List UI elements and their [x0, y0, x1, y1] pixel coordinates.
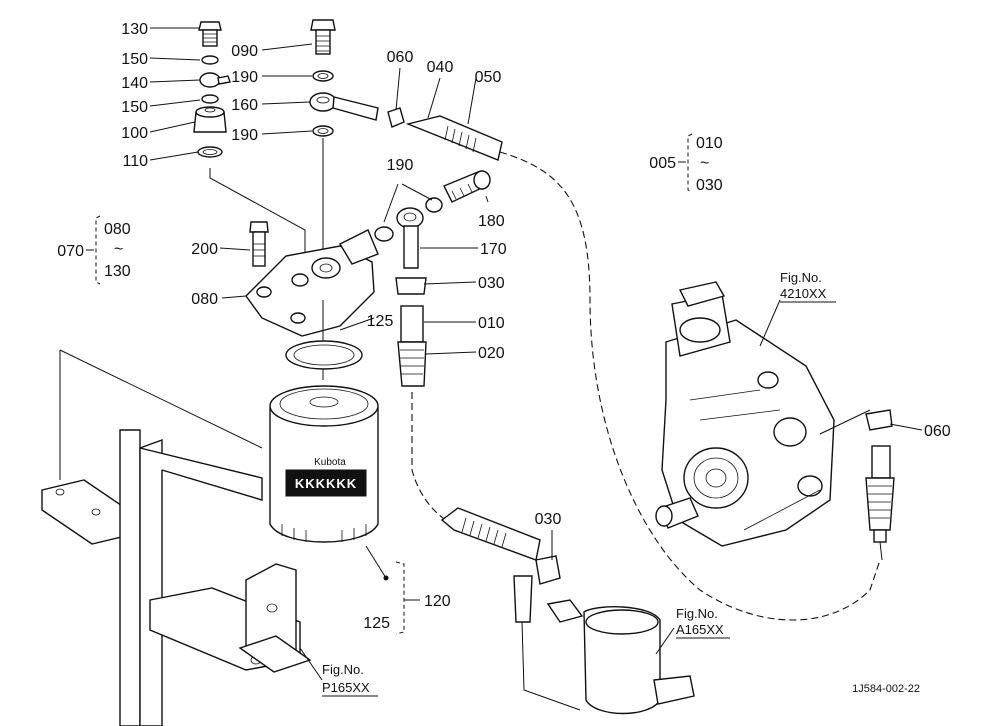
filter-cartridge: KKKKKK Kubota — [269, 340, 389, 581]
callout-130: 130 — [121, 21, 148, 38]
callout-labels: 130 150 140 150 100 110 090 190 160 190 … — [121, 21, 951, 632]
left-stack — [193, 21, 306, 256]
range-070-lead: 070 — [57, 243, 84, 260]
fig-ref-a165-line1[interactable]: Fig.No. — [676, 606, 718, 621]
drawing-code: 1J584-002-22 — [852, 683, 920, 695]
range-070-from: 080 — [104, 221, 131, 238]
callout-010: 010 — [478, 315, 505, 332]
callout-030-lower: 030 — [535, 511, 562, 528]
callout-200: 200 — [191, 241, 218, 258]
callout-050: 050 — [475, 69, 502, 86]
callout-190-right: 190 — [387, 157, 414, 174]
range-005-lead: 005 — [649, 155, 676, 172]
range-005-to: 030 — [696, 177, 723, 194]
figure-references: Fig.No. 4210XX Fig.No. A165XX Fig.No. P1… — [322, 270, 836, 697]
filter-head — [245, 221, 379, 380]
filter-brand: Kubota — [314, 457, 346, 468]
callout-080: 080 — [191, 291, 218, 308]
fuel-pump — [655, 281, 895, 561]
callout-030: 030 — [478, 275, 505, 292]
mounting-frame — [41, 349, 323, 726]
range-braces: 005 010 ~ 030 070 080 ~ 130 — [57, 133, 723, 635]
callout-100: 100 — [121, 125, 148, 142]
callout-170: 170 — [480, 241, 507, 258]
callout-190: 190 — [231, 69, 258, 86]
callout-180: 180 — [478, 213, 505, 230]
fig-ref-p165-line1[interactable]: Fig.No. — [322, 662, 364, 677]
callout-120: 120 — [424, 593, 451, 610]
fig-ref-4210-line2[interactable]: 4210XX — [780, 286, 827, 301]
center-stack — [309, 19, 379, 260]
callout-060: 060 — [387, 49, 414, 66]
banjo-170-group — [374, 170, 491, 529]
callout-060-pump: 060 — [924, 423, 951, 440]
fig-ref-4210-line1[interactable]: Fig.No. — [780, 270, 822, 285]
callout-125-lower: 125 — [363, 615, 390, 632]
callout-125-gasket: 125 — [367, 313, 394, 330]
callout-140: 140 — [121, 75, 148, 92]
callout-040: 040 — [427, 59, 454, 76]
callout-110: 110 — [122, 153, 148, 170]
range-005-from: 010 — [696, 135, 723, 152]
callout-160: 160 — [231, 97, 258, 114]
callout-150-lower: 150 — [121, 99, 148, 116]
filter-badge: KKKKKK — [295, 476, 357, 491]
range-070-to: 130 — [104, 263, 131, 280]
leader-lines — [149, 27, 923, 655]
range-070-tilde: ~ — [114, 241, 123, 258]
callout-150: 150 — [121, 51, 148, 68]
upper-hose — [387, 107, 881, 621]
callout-190-lower: 190 — [231, 127, 258, 144]
range-005-tilde: ~ — [700, 155, 709, 172]
callout-020: 020 — [478, 345, 505, 362]
lower-hose — [440, 507, 695, 715]
fig-ref-p165-line2[interactable]: P165XX — [322, 680, 370, 695]
callout-090: 090 — [231, 43, 258, 60]
fig-ref-a165-line2[interactable]: A165XX — [676, 622, 724, 637]
